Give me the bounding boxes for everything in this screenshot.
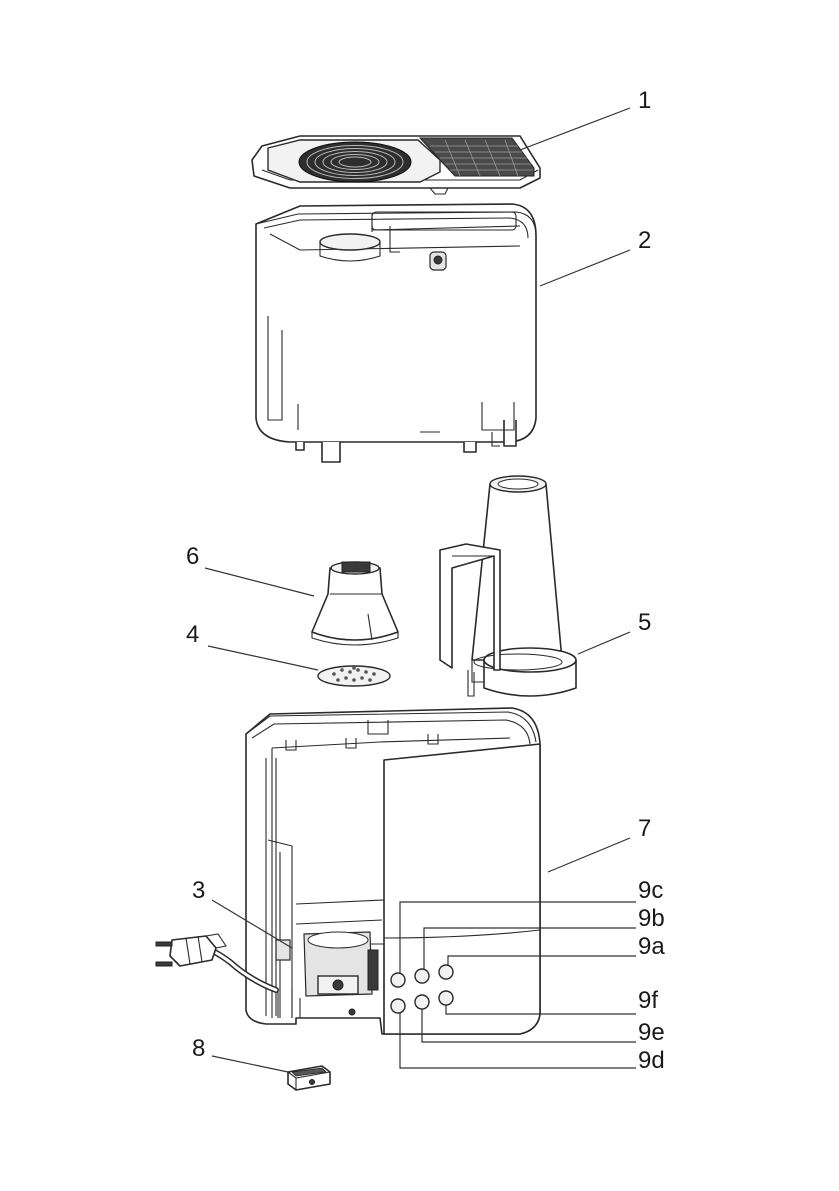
part-1-top-lid bbox=[252, 136, 540, 194]
callout-9b: 9b bbox=[638, 905, 665, 932]
callout-8: 8 bbox=[192, 1035, 205, 1062]
callout-9a: 9a bbox=[638, 933, 665, 960]
callout-6: 6 bbox=[186, 543, 199, 570]
part-8-small-block bbox=[288, 1066, 330, 1090]
part-4-filter-disc bbox=[318, 666, 390, 686]
callout-4: 4 bbox=[186, 621, 199, 648]
callout-9e: 9e bbox=[638, 1019, 665, 1046]
part-7-base-housing bbox=[246, 708, 540, 1034]
callout-5: 5 bbox=[638, 609, 651, 636]
callout-9f: 9f bbox=[638, 987, 658, 1014]
part-5-mist-tube bbox=[440, 476, 576, 696]
callout-2: 2 bbox=[638, 227, 651, 254]
callout-9d: 9d bbox=[638, 1047, 665, 1074]
callout-3: 3 bbox=[192, 877, 205, 904]
callout-9c: 9c bbox=[638, 877, 663, 904]
part-2-water-tank bbox=[256, 204, 536, 462]
callout-1: 1 bbox=[638, 87, 651, 114]
part-6-nebulizer-cone bbox=[312, 562, 398, 645]
callout-7: 7 bbox=[638, 815, 651, 842]
